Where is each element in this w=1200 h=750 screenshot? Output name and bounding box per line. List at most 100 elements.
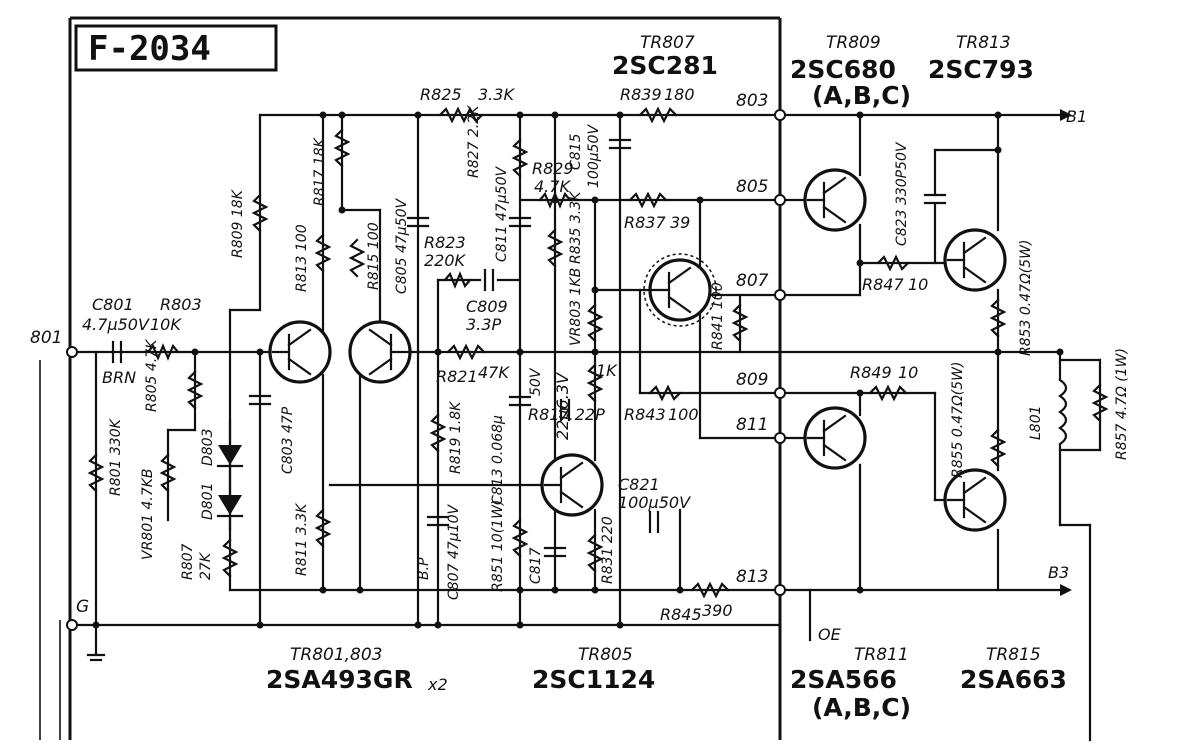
- label-r823: R823: [424, 233, 466, 252]
- tr815-part: 2SA663: [960, 665, 1067, 694]
- label-c811: C811 47μ50V: [494, 166, 510, 262]
- transistor-tr815: [943, 468, 1007, 532]
- label-r827: R827 2.2K: [466, 104, 482, 178]
- resistor-r829: [538, 191, 572, 209]
- resistor-r823: [443, 271, 472, 289]
- label-c813: C813 0.068μ: [490, 415, 506, 505]
- label-c815: C815: [568, 133, 584, 170]
- label-r829-val: 4.7K: [534, 177, 571, 196]
- board-title: F-2034: [74, 24, 278, 72]
- terminal-803: [774, 109, 786, 121]
- label-r845: R845: [660, 605, 702, 624]
- terminals: [66, 109, 786, 631]
- capacitors: [111, 138, 947, 558]
- capacitor-c809: [483, 268, 495, 292]
- label-r803: R803: [160, 295, 202, 314]
- terminal-805: [774, 194, 786, 206]
- label-r821: R821: [436, 367, 478, 386]
- board-title-text: F-2034: [88, 29, 211, 69]
- label-c801: C801: [92, 295, 134, 314]
- resistor-r801: [87, 453, 105, 493]
- resistors: [87, 106, 1109, 599]
- ground-symbol: [86, 623, 106, 662]
- label-r835: R835 3.3K: [568, 190, 584, 264]
- tr805-ref: TR805: [578, 645, 633, 665]
- label-r839: R839: [620, 85, 662, 104]
- label-r805: R805 4.7K: [144, 338, 160, 412]
- node-label-803: 803: [736, 91, 768, 111]
- label-r801: R801 330K: [108, 417, 124, 496]
- resistor-r807: [221, 538, 239, 578]
- resistor-r803: [146, 343, 180, 361]
- tr809-grade: (A,B,C): [812, 81, 911, 110]
- tr811-ref: TR811: [854, 645, 909, 665]
- capacitor-c817: [559, 398, 571, 422]
- label-r821-val: 47K: [478, 363, 510, 382]
- label-r855: R855 0.47Ω(5W): [950, 362, 966, 478]
- label-d803: D803: [200, 428, 216, 466]
- label-r811: R811 3.3K: [294, 502, 310, 576]
- label-r825: R825: [420, 85, 462, 104]
- label-vr801: VR801 4.7KB: [140, 468, 156, 560]
- label-r851: R851 10(1W): [490, 500, 506, 592]
- resistor-r849: [868, 384, 908, 402]
- node-label-809: 809: [736, 370, 768, 390]
- resistor-r825: [438, 106, 484, 124]
- label-r823-val: 220K: [424, 251, 467, 270]
- tr811-part: 2SA566: [790, 665, 897, 694]
- resistor-r805: [186, 370, 204, 410]
- transistor-tr811: [803, 406, 867, 470]
- label-c809-val: 3.3P: [466, 315, 501, 334]
- label-l801: L801: [1028, 405, 1044, 440]
- resistor-r813: [314, 233, 332, 273]
- wires: [70, 113, 1102, 742]
- capacitor-c805: [406, 216, 430, 228]
- capacitor-c823: [923, 193, 947, 205]
- resistor-r837: [628, 191, 668, 209]
- label-r831: R831 220: [600, 516, 616, 584]
- terminal-g: [66, 619, 78, 631]
- label-r847-val: 10: [908, 275, 928, 294]
- label-c817b: 50V: [528, 367, 544, 396]
- junctions: [92, 111, 1064, 629]
- node-label-b1: B1: [1066, 107, 1087, 126]
- tr809-part: 2SC680: [790, 55, 896, 84]
- inductor-l801: [1058, 378, 1068, 446]
- tr813-part: 2SC793: [928, 55, 1034, 84]
- tr805-part: 2SC1124: [532, 665, 655, 694]
- tr801-ref: TR801,803: [290, 645, 383, 665]
- diode-d803: [218, 495, 242, 515]
- label-c809: C809: [466, 297, 508, 316]
- label-r839-val: 180: [664, 85, 695, 104]
- label-c803: C803 47P: [280, 406, 296, 474]
- transistor-tr809: [803, 168, 867, 232]
- node-label-b3: B3: [1048, 563, 1069, 582]
- resistor-r821: [446, 343, 486, 361]
- label-c821-val: 100μ50V: [618, 493, 691, 512]
- resistor-r809: [251, 193, 269, 233]
- label-brn: BRN: [102, 368, 136, 387]
- tr807-ref: TR807: [640, 33, 695, 53]
- resistor-vr803: [586, 303, 604, 343]
- labels: 801 G 803 805 807 809 811 813 B1 B3 OE T…: [30, 33, 1130, 722]
- capacitor-c813: [508, 395, 532, 407]
- node-label-811: 811: [736, 415, 768, 435]
- label-r803-val: 10K: [150, 315, 182, 334]
- label-r847: R847: [862, 275, 904, 294]
- label-r849: R849: [850, 363, 892, 382]
- transistors: [268, 168, 1007, 532]
- label-r857: R857 4.7Ω (1W): [1114, 348, 1130, 460]
- node-label-805: 805: [736, 177, 768, 197]
- tr801-qty: x2: [427, 675, 448, 694]
- resistor-r845: [690, 581, 730, 599]
- label-r853: R853 0.47Ω(5W): [1018, 240, 1034, 356]
- label-r817: R817 18K: [312, 136, 328, 206]
- capacitor-c821: [648, 510, 660, 534]
- label-r841: R841 100: [710, 282, 726, 350]
- node-label-g: G: [76, 597, 89, 617]
- label-r849-val: 10: [898, 363, 918, 382]
- label-r837-val: 39: [670, 213, 690, 232]
- resistor-r857: [1091, 383, 1109, 423]
- tr801-part: 2SA493GR: [266, 665, 413, 694]
